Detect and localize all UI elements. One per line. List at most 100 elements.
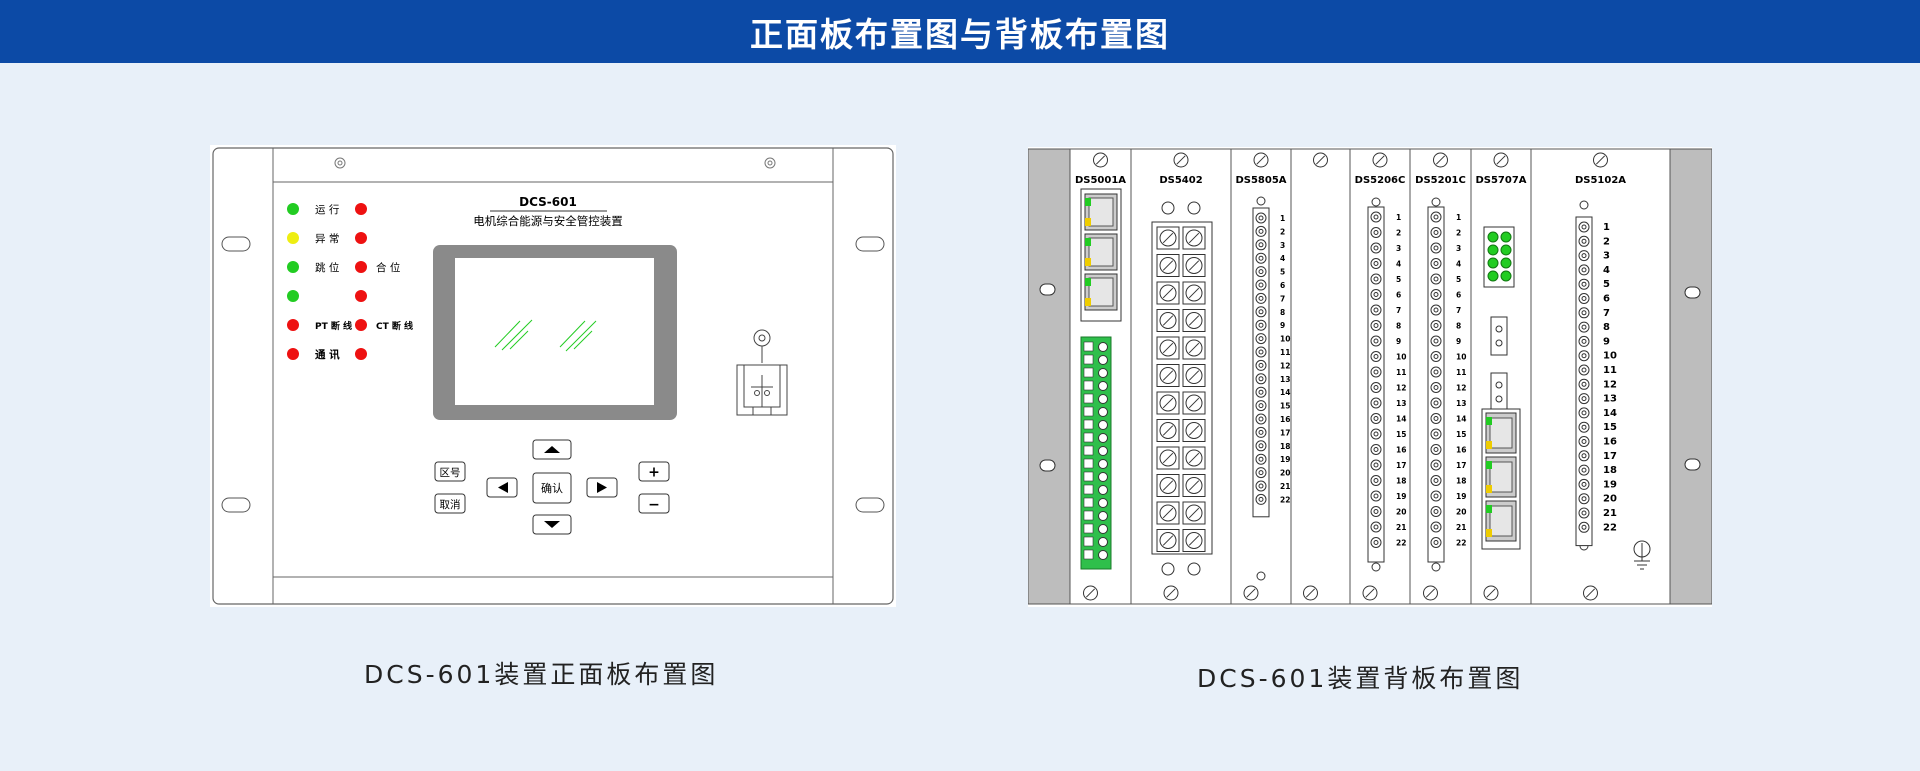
indicator-led [355,232,367,244]
minus-button[interactable]: − [638,493,670,514]
screw-icon [1185,532,1203,549]
front-panel-caption: DCS-601装置正面板布置图 [364,660,719,689]
terminal-number: 10 [1396,353,1406,362]
terminal-number: 2 [1396,229,1401,238]
down-button[interactable] [532,514,572,535]
svg-text:区号: 区号 [440,467,461,479]
indicator-led [287,348,299,360]
svg-text:+: + [648,465,660,481]
up-button[interactable] [532,439,572,460]
mounting-slot [221,236,251,252]
zone-button[interactable]: 区号 [434,461,466,482]
indicator-led [355,348,367,360]
screw-icon [1303,585,1318,601]
screw-icon [1083,585,1098,601]
screw-icon [1093,152,1108,168]
terminal-number: 13 [1456,399,1466,408]
terminal-number: 17 [1603,451,1617,462]
plus-button[interactable]: + [638,461,670,482]
terminal-number: 4 [1280,254,1285,263]
rear-module [1290,148,1351,605]
terminal-number: 3 [1603,251,1610,262]
terminal-number: 6 [1280,281,1285,290]
terminal-number: 6 [1396,291,1401,300]
terminal-number: 20 [1603,494,1617,505]
terminal-number: 6 [1603,294,1610,305]
indicator-label: 运 行 [315,203,340,216]
terminal-number: 15 [1456,430,1466,439]
screw-icon [1159,339,1177,357]
cancel-button[interactable]: 取消 [434,493,466,514]
terminal-number: 9 [1603,336,1610,347]
screw-icon [1243,585,1259,601]
terminal-number: 14 [1603,408,1617,419]
confirm-button[interactable]: 确认 [532,472,572,504]
screw-icon [1362,585,1378,601]
terminal-number: 11 [1280,348,1290,357]
left-button[interactable] [486,477,518,498]
terminal-number: 16 [1603,437,1617,448]
terminal-number: 8 [1280,308,1285,317]
terminal-number: 21 [1280,482,1290,491]
device-model: DCS-601 [519,195,577,209]
screw-icon [1185,449,1203,467]
svg-text:−: − [648,497,660,513]
terminal-number: 19 [1396,492,1406,501]
terminal-number: 12 [1603,379,1617,390]
terminal-number: 8 [1603,322,1610,333]
terminal-number: 17 [1280,428,1290,437]
screw-icon [1185,504,1203,522]
terminal-number: 15 [1396,430,1406,439]
terminal-number: 5 [1396,275,1401,284]
indicator-led [287,232,299,244]
screw-icon [334,157,346,169]
right-button[interactable] [586,477,618,498]
terminal-number: 7 [1280,294,1285,303]
screw-icon [1159,477,1177,494]
terminal-number: 1 [1603,222,1610,233]
page-title: 正面板布置图与背板布置图 [0,0,1920,63]
indicator-label: CT 断 线 [376,320,413,332]
screw-icon [1185,477,1203,494]
screw-icon [1185,394,1203,412]
terminal-number: 5 [1603,279,1610,290]
terminal-number: 8 [1396,322,1401,331]
terminal-number: 5 [1456,275,1461,284]
terminal-number: 18 [1280,442,1290,451]
mounting-slot [1039,459,1056,472]
screw-icon [1593,152,1608,168]
screw-icon [1159,422,1177,439]
terminal-number: 10 [1603,351,1617,362]
terminal-number: 20 [1280,469,1290,478]
indicator-led [355,319,367,331]
module-label: DS5402 [1159,175,1202,186]
terminal-number: 16 [1456,446,1466,455]
left-mounting-rail [1027,148,1071,605]
terminal-number: 7 [1603,308,1610,319]
indicator-led [355,203,367,215]
terminal-number: 15 [1280,402,1290,411]
terminal-number: 22 [1280,495,1290,504]
screw-icon [1185,229,1203,247]
terminal-number: 1 [1396,213,1401,222]
screw-icon [1433,152,1448,168]
terminal-number: 2 [1603,236,1610,247]
terminal-number: 22 [1396,539,1406,548]
terminal-number: 3 [1456,244,1461,253]
terminal-number: 5 [1280,268,1285,277]
right-mounting-rail [1669,148,1713,605]
indicator-label: 跳 位 [315,261,340,274]
screw-icon [1159,312,1177,329]
terminal-number: 3 [1396,244,1401,253]
screw-icon [1185,284,1203,302]
screw-icon [1159,504,1177,522]
module-label: DS5206C [1355,175,1406,186]
screw-icon [1185,312,1203,329]
terminal-number: 13 [1280,375,1290,384]
terminal-number: 2 [1456,229,1461,238]
terminal-number: 9 [1280,321,1285,330]
screw-icon [764,157,776,169]
terminal-number: 21 [1603,508,1617,519]
mounting-slot [855,236,885,252]
